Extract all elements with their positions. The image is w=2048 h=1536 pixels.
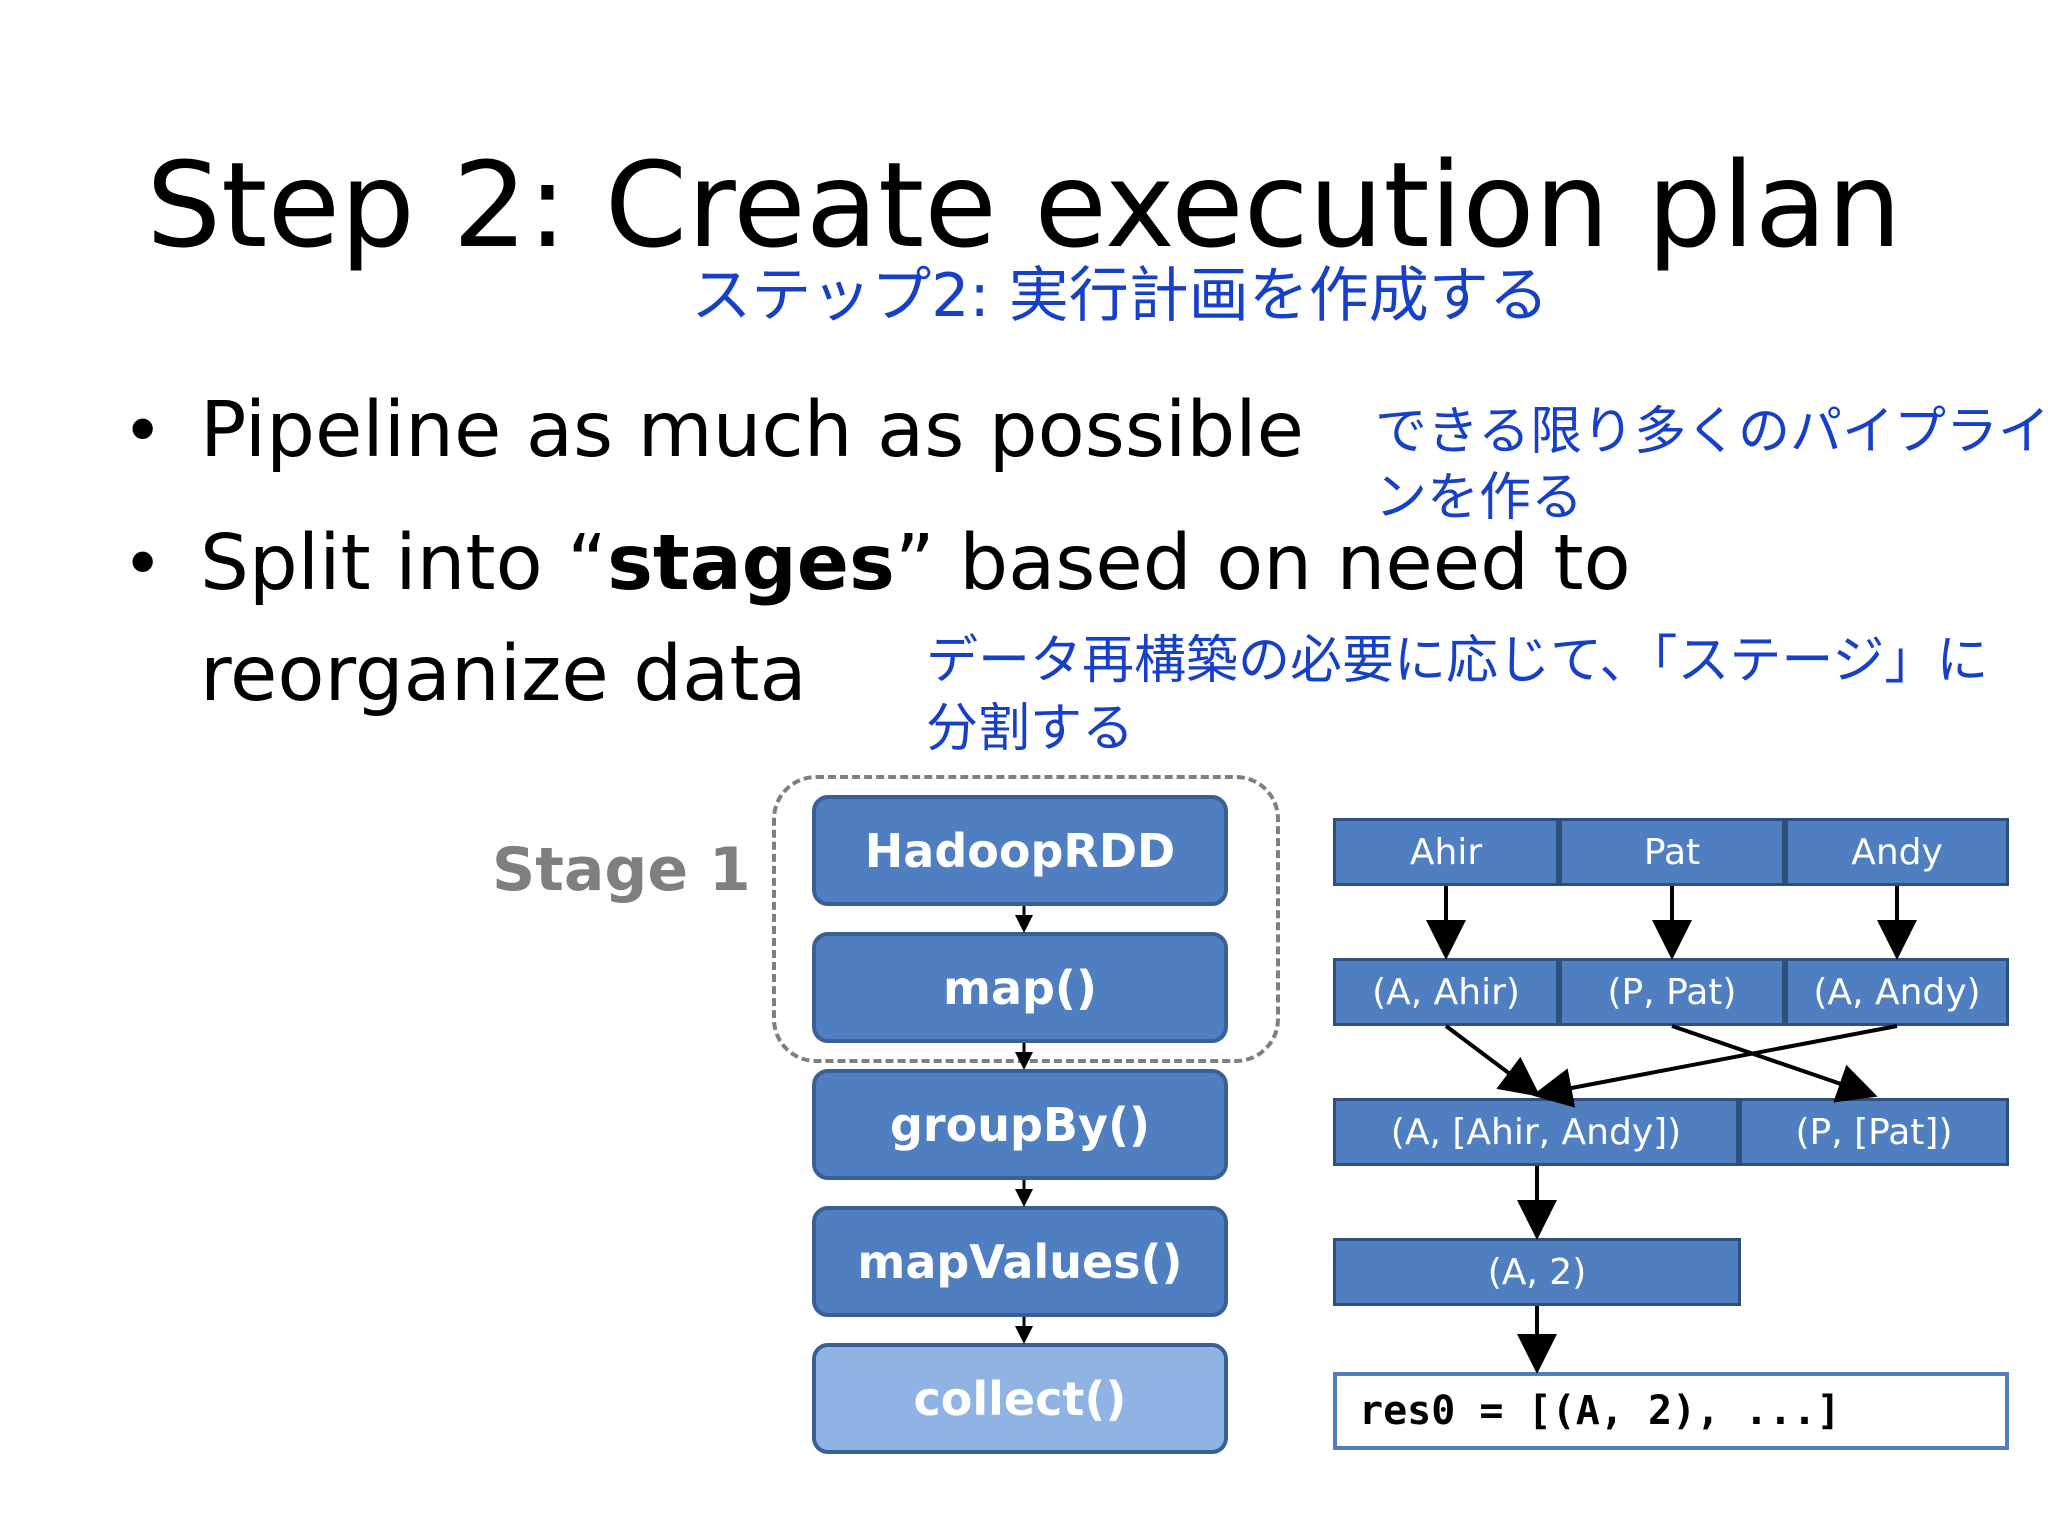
- slide-title-japanese: ステップ2: 実行計画を作成する: [691, 261, 1549, 331]
- bullet-pipeline-note-ja-line1: できる限り多くのパイプライ: [1375, 402, 2048, 462]
- data-cell-grouped: (A, [Ahir, Andy]): [1333, 1098, 1739, 1166]
- bullet-pipeline-note-ja-line2: ンを作る: [1375, 468, 1584, 528]
- op-groupby: groupBy(): [812, 1069, 1228, 1180]
- data-cell-input: Ahir: [1333, 818, 1559, 886]
- bullet-marker: •: [122, 523, 164, 605]
- bullet-split-stages-line2: reorganize data: [200, 630, 807, 719]
- shuffle-arrow: [1444, 1024, 1541, 1097]
- bullet-split-stages: Split into “stages” based on need to: [200, 519, 1631, 609]
- bullet-split-note-ja-line2: 分割する: [926, 699, 1135, 759]
- shuffle-arrow: [1671, 1024, 1878, 1103]
- data-cell-input: Pat: [1559, 818, 1785, 886]
- op-mapvalues: mapValues(): [812, 1206, 1228, 1317]
- bullet-marker: •: [122, 390, 164, 472]
- bullet-text-part: ” based on need to: [894, 519, 1631, 608]
- bullet-keyword-stages: stages: [607, 519, 895, 608]
- shuffle-arrow: [1532, 1024, 1898, 1108]
- slide-title: Step 2: Create execution plan: [146, 136, 1902, 274]
- data-cell-mapped: (A, Ahir): [1333, 958, 1559, 1026]
- result-output: res0 = [(A, 2), ...]: [1333, 1372, 2009, 1450]
- data-cell-mapped: (A, Andy): [1785, 958, 2009, 1026]
- bullet-pipeline: Pipeline as much as possible: [200, 386, 1305, 475]
- data-cell-input: Andy: [1785, 818, 2009, 886]
- bullet-split-note-ja-line1: データ再構築の必要に応じて、「ステージ」に: [926, 631, 1989, 691]
- op-hadooprdd: HadoopRDD: [812, 795, 1228, 906]
- bullet-text-part: Split into “: [200, 519, 608, 608]
- op-map: map(): [812, 932, 1228, 1043]
- op-collect: collect(): [812, 1343, 1228, 1454]
- stage-label: Stage 1: [492, 835, 751, 905]
